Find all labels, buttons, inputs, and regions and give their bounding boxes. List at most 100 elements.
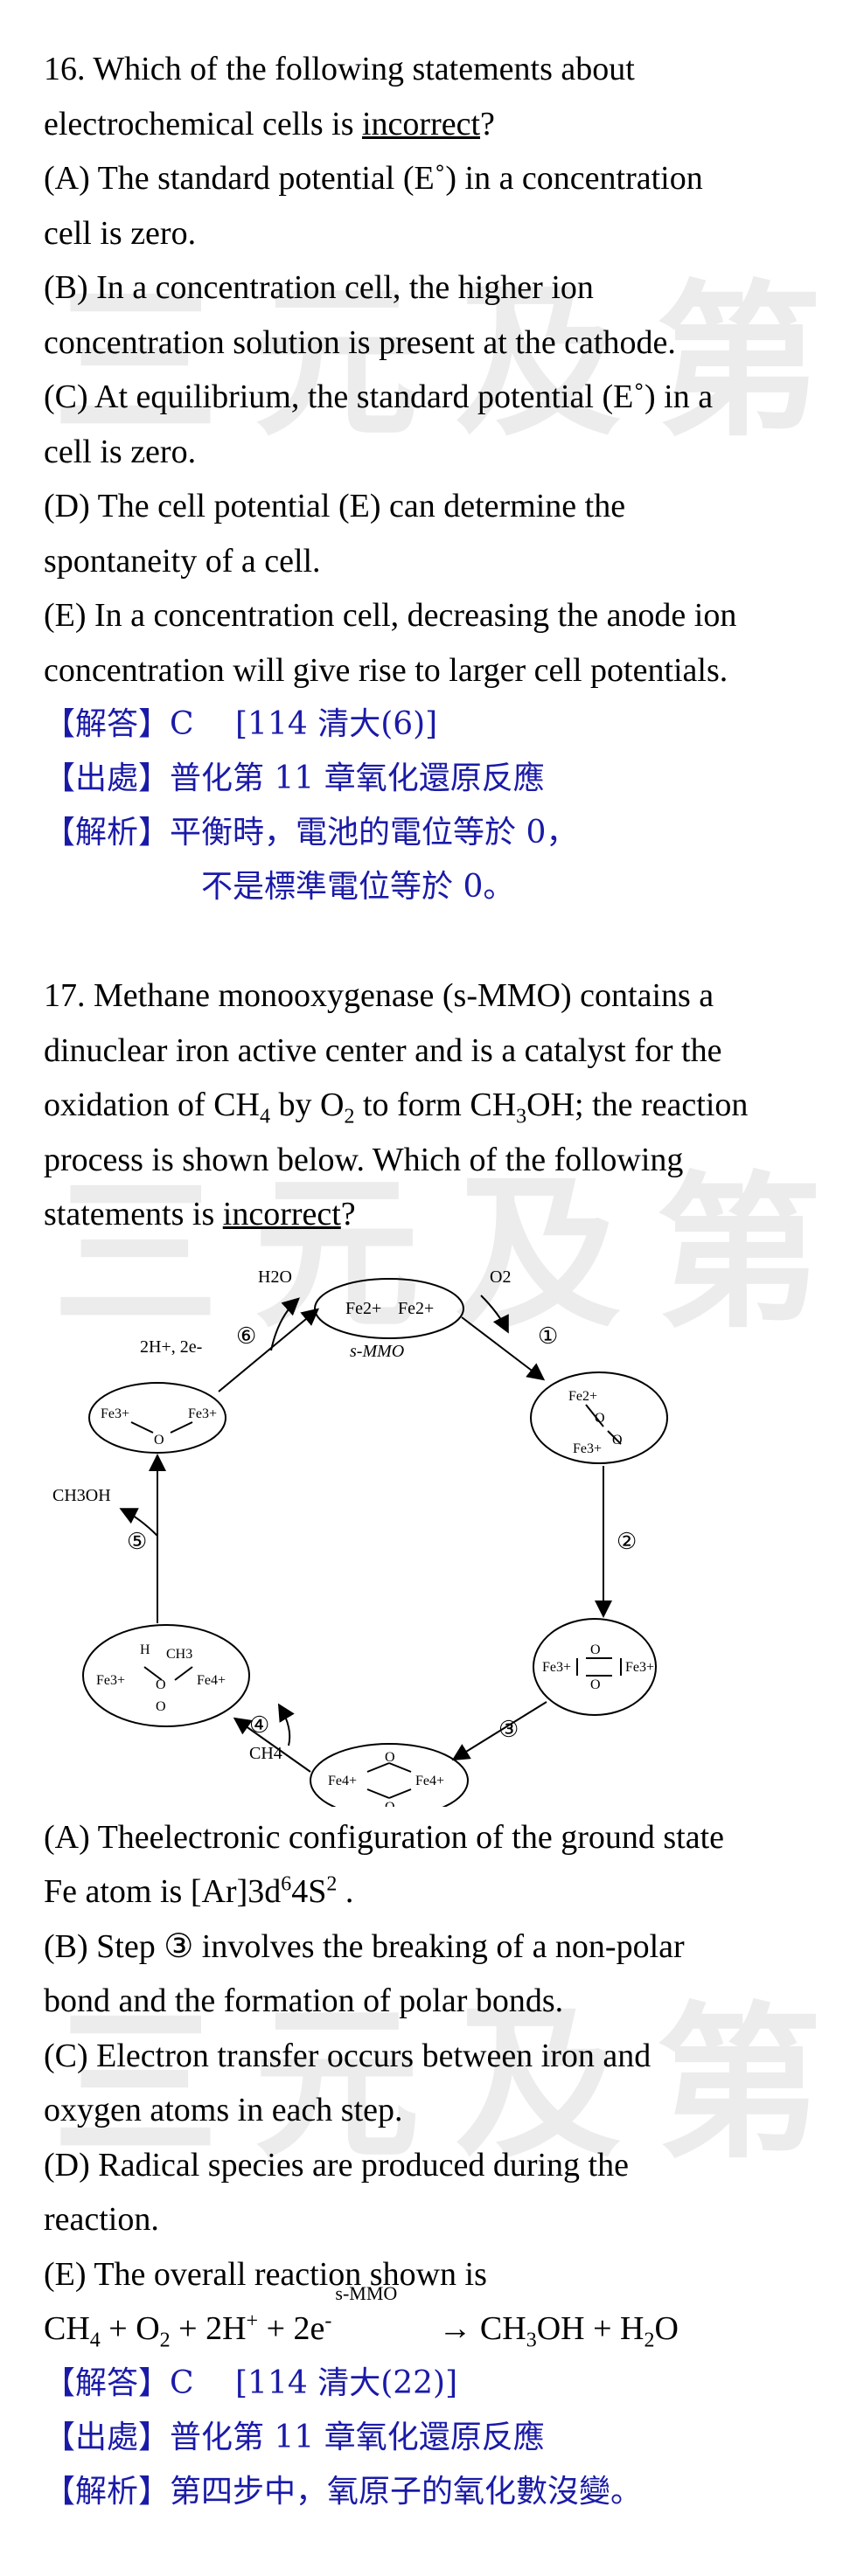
q17-text: . — [337, 1873, 354, 1910]
q17-text: OH; the reaction — [526, 1087, 749, 1123]
eq-part: CH — [44, 2310, 90, 2347]
question-17: 17. Methane monooxygenase (s-MMO) contai… — [44, 969, 831, 2519]
node-methane-complex — [82, 1623, 250, 1727]
eq-part: O — [654, 2310, 679, 2347]
n5-fe: Fe3+ — [188, 1406, 217, 1421]
n3-o: O — [385, 1800, 395, 1807]
arrow-step-1 — [461, 1316, 546, 1380]
q16-line: concentration will give rise to larger c… — [44, 651, 728, 689]
q17-option-b: (B) Step ③ involves the breaking of a no… — [44, 1927, 685, 1965]
o2-label: O2 — [490, 1267, 511, 1287]
q17-line: oxygen atoms in each step. — [44, 2092, 403, 2128]
n4-h: H — [140, 1642, 150, 1657]
q16-line: concentration solution is present at the… — [44, 323, 676, 361]
n4-o: O — [156, 1699, 166, 1714]
q16-explanation: 【解析】平衡時，電池的電位等於 0， — [44, 815, 578, 851]
eq-part: + 2H — [170, 2310, 247, 2347]
n1-fe: Fe3+ — [573, 1441, 602, 1456]
superscript: 6 — [281, 1872, 292, 1896]
q16-line: cell is zero. — [44, 433, 197, 470]
reaction-arrow: → — [438, 2310, 472, 2347]
arrow-step-3 — [451, 1700, 547, 1760]
q17-text: to form CH — [354, 1087, 517, 1123]
watermark-1: 三元及第 — [52, 266, 857, 459]
ch4-label: CH4 — [249, 1744, 282, 1763]
h2o-release-arrow — [270, 1296, 300, 1350]
q16-text: electrochemical cells is — [44, 105, 362, 142]
eq-part: + O — [100, 2310, 160, 2347]
subscript: 2 — [644, 2329, 655, 2352]
q16-source: 【出處】普化第 11 章氧化還原反應 — [44, 760, 545, 796]
n5-fe: Fe3+ — [101, 1406, 129, 1421]
top-node-fe-2: Fe2+ — [398, 1299, 434, 1318]
incorrect-underlined: incorrect — [222, 1196, 341, 1232]
ch3oh-release-arrow — [119, 1507, 158, 1537]
q16-explanation-text: 不是標準電位等於 0。 — [201, 869, 515, 905]
subscript: 4 — [89, 2329, 101, 2352]
node-diferric-oxo — [88, 1381, 226, 1454]
top-node-fe-1: Fe2+ — [345, 1299, 381, 1318]
n4-o: O — [156, 1677, 166, 1692]
q16-option-b: (B) In a concentration cell, the higher … — [44, 269, 594, 306]
n2-o: O — [590, 1642, 601, 1657]
q17-explanation: 【解析】第四步中，氧原子的氧化數沒變。 — [44, 2473, 643, 2510]
n5-o: O — [154, 1433, 164, 1448]
superscript: 2 — [326, 1872, 338, 1896]
q16-option-d: (D) The cell potential (E) can determine… — [44, 488, 626, 524]
n3-o: O — [385, 1750, 395, 1765]
subscript: 2 — [159, 2329, 171, 2352]
h-e-label: 2H+, 2e- — [140, 1337, 202, 1357]
n3-fe: Fe4+ — [328, 1774, 357, 1788]
subscript: 3 — [526, 2329, 537, 2352]
n4-ch3: CH3 — [166, 1647, 192, 1662]
reaction-cycle-diagram: Fe2+ Fe2+ s-MMO O2 H2O 2H+, 2e- CH3OH CH… — [52, 1267, 668, 1807]
q17-line: Fe atom is [Ar]3d64S2 . — [44, 1864, 831, 1920]
watermark-2: 三元及第 — [52, 1157, 857, 1350]
q17-text: statements is — [44, 1196, 223, 1232]
question-mark: ? — [340, 1196, 356, 1232]
node-diferrous — [314, 1277, 464, 1339]
ch4-input-arrow — [277, 1703, 295, 1746]
subscript: 3 — [516, 1105, 527, 1128]
q17-line: oxidation of CH4 by O2 to form CH3OH; th… — [44, 1078, 831, 1133]
q17-text: Fe atom is [Ar]3d — [44, 1873, 282, 1910]
q17-option-d: (D) Radical species are produced during … — [44, 2146, 629, 2184]
superscript: + — [246, 2309, 259, 2333]
step-5-label: ⑤ — [127, 1529, 147, 1554]
q17-equation: CH4 + O2 + 2H+ + 2e-s-MMO→ CH3OH + H2O — [44, 2284, 831, 2357]
o2-input-arrow — [480, 1294, 509, 1334]
q16-line: electrochemical cells is incorrect? — [44, 97, 831, 152]
q17-option-e: (E) The overall reaction shown is — [44, 2255, 487, 2293]
q17-line: bond and the formation of polar bonds. — [44, 1982, 564, 2019]
node-compound-q — [310, 1742, 469, 1807]
q16-option-c: (C) At equilibrium, the standard potenti… — [44, 378, 714, 415]
q16-answer: 【解答】C [114 清大(6)] — [44, 706, 438, 742]
catalyst-label: s-MMO — [335, 2282, 398, 2304]
eq-part: + 2e — [258, 2310, 325, 2347]
n2-fe: Fe3+ — [625, 1660, 654, 1675]
q16-line: cell is zero. — [44, 214, 197, 252]
step-2-label: ② — [617, 1529, 637, 1554]
q17-text: 4S — [291, 1873, 327, 1910]
question-mark: ? — [480, 105, 495, 142]
step-1-label: ① — [538, 1323, 558, 1349]
n1-o: O — [595, 1411, 605, 1426]
q16-line: spontaneity of a cell. — [44, 542, 321, 580]
node-diferric-peroxo — [533, 1617, 657, 1716]
q17-option-a: (A) Theelectronic configuration of the g… — [44, 1818, 725, 1856]
n3-fe: Fe4+ — [415, 1774, 444, 1788]
q17-line: 17. Methane monooxygenase (s-MMO) contai… — [44, 977, 714, 1014]
q16-line: 16. Which of the following statements ab… — [44, 51, 635, 87]
q16-explanation-cont: 不是標準電位等於 0。 — [44, 860, 831, 914]
n2-fe: Fe3+ — [542, 1660, 571, 1675]
step-4-label: ④ — [249, 1712, 269, 1738]
n1-fe: Fe2+ — [568, 1389, 597, 1404]
n4-fe: Fe4+ — [197, 1673, 226, 1688]
q17-option-c: (C) Electron transfer occurs between iro… — [44, 2037, 651, 2074]
eq-part: CH — [479, 2310, 526, 2347]
step-3-label: ③ — [498, 1717, 519, 1742]
arrow-step-4 — [233, 1717, 311, 1773]
q17-line: reaction. — [44, 2201, 159, 2238]
q17-answer: 【解答】C [114 清大(22)] — [44, 2364, 458, 2401]
n1-o: O — [612, 1433, 623, 1448]
